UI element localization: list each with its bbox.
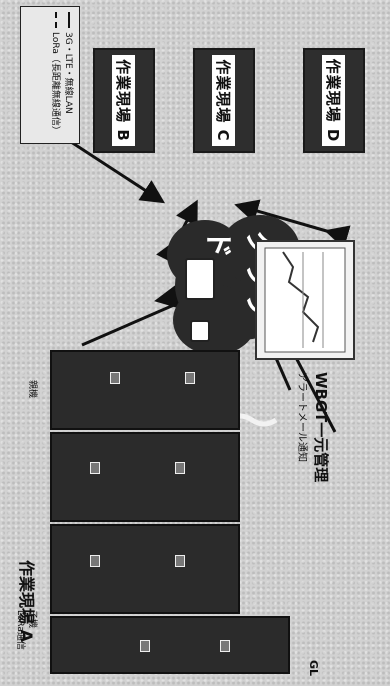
- site-a-ground-floor: [50, 616, 290, 674]
- site-a-lower-floors: [50, 524, 240, 614]
- sensor-node: [140, 640, 150, 652]
- legend-row-lora: LoRa（長距離無線通信）: [50, 12, 63, 138]
- legend-dashed-line: [56, 12, 58, 28]
- legend-solid-line: [69, 12, 71, 28]
- wbgt-chart-graphic: [257, 242, 353, 358]
- wbgt-title: WBGT一元管理: [311, 372, 332, 522]
- sensor-node: [175, 555, 185, 567]
- sensor-node: [220, 640, 230, 652]
- sensor-node: [110, 372, 120, 384]
- site-c-label: 作業現場 C: [213, 55, 236, 145]
- sensor-node: [175, 462, 185, 474]
- ground-level-label: GL: [307, 660, 320, 676]
- sensor-node: [90, 462, 100, 474]
- parent-unit-label: 親機: [27, 380, 40, 398]
- tablet-device: [185, 258, 215, 300]
- legend-lora-label: LoRa（長距離無線通信）: [50, 32, 63, 135]
- site-a-middle-floors: [50, 432, 240, 522]
- child-unit-note: LoRa通信: [15, 610, 28, 650]
- site-d-box: 作業現場 D: [303, 48, 365, 153]
- site-c-box: 作業現場 C: [193, 48, 255, 153]
- sensor-node: [90, 555, 100, 567]
- legend-cellular-label: 3G・LTE・無線LAN: [63, 32, 76, 114]
- child-unit-label: 子機: [27, 610, 40, 628]
- site-d-label: 作業現場 D: [323, 55, 346, 147]
- wbgt-subtitle: アラートメール通知: [296, 372, 311, 522]
- sensor-node: [185, 372, 195, 384]
- site-b-box: 作業現場 B: [93, 48, 155, 153]
- wbgt-caption: WBGT一元管理 アラートメール通知: [296, 372, 332, 522]
- wbgt-monitor-screen: [255, 240, 355, 360]
- site-a-upper-floors: [50, 350, 240, 430]
- legend-box: 3G・LTE・無線LAN LoRa（長距離無線通信）: [20, 6, 80, 144]
- phone-device: [190, 320, 210, 342]
- legend-row-cellular: 3G・LTE・無線LAN: [63, 12, 76, 138]
- site-b-label: 作業現場 B: [113, 55, 136, 146]
